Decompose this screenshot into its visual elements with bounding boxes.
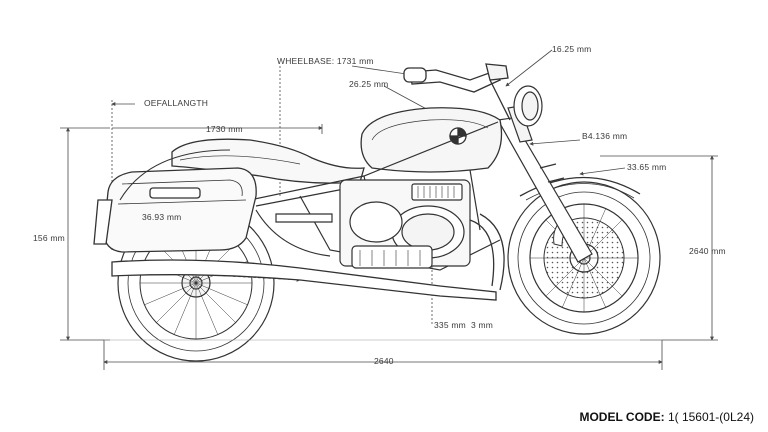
height-left-label: 156 mm — [33, 233, 65, 243]
saddlebag — [93, 167, 257, 253]
model-code: MODEL CODE: 1( 15601-(0L24) — [579, 410, 754, 424]
bar-width-label: 16.25 mm — [552, 44, 592, 54]
pannier-label: 36.93 mm — [142, 212, 182, 222]
bottom-total-label: 2640 — [374, 356, 394, 366]
rake-1-label: B4.136 mm — [582, 131, 628, 141]
rear-fender — [119, 149, 231, 201]
wheelbase-label: WHEELBASE: 1731 mm — [277, 56, 374, 66]
headlight — [513, 85, 543, 127]
overall-length-label: OEFALLANGTH — [144, 98, 209, 108]
length-1730-label: 1730 mm — [206, 124, 243, 134]
clearance-label: 335 mm 3 mm — [434, 320, 493, 330]
model-code-value: 1( 15601-(0L24) — [667, 410, 754, 424]
seat-top-label: 26.25 mm — [349, 79, 389, 89]
height-right-label: 2640 mm — [689, 246, 726, 256]
front-fender — [519, 176, 641, 197]
model-code-label: MODEL CODE: — [579, 410, 665, 424]
fuel-tank — [360, 107, 503, 173]
clearance-unit: 3 mm — [471, 320, 494, 330]
clearance-value: 335 mm — [434, 320, 466, 330]
exhaust-pipe — [111, 213, 505, 301]
front-fork — [497, 105, 593, 263]
handlebar — [403, 63, 511, 121]
engine — [275, 179, 471, 269]
rake-2-label: 33.65 mm — [627, 162, 667, 172]
